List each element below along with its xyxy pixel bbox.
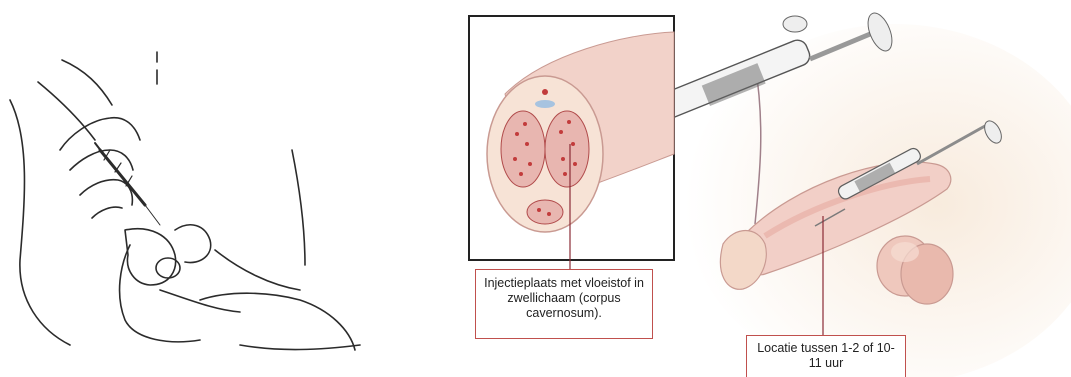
injection-site-label: Injectieplaats met vloeistof in zwellich… bbox=[475, 269, 653, 339]
hand-injection-illustration bbox=[0, 0, 400, 377]
anatomy-illustration-panel: Injectieplaats met vloeistof in zwellich… bbox=[465, 4, 1071, 377]
location-label: Locatie tussen 1-2 of 10-11 uur bbox=[746, 335, 906, 377]
hand-injection-lineart-icon bbox=[0, 0, 400, 377]
cross-section-inset bbox=[469, 16, 674, 269]
